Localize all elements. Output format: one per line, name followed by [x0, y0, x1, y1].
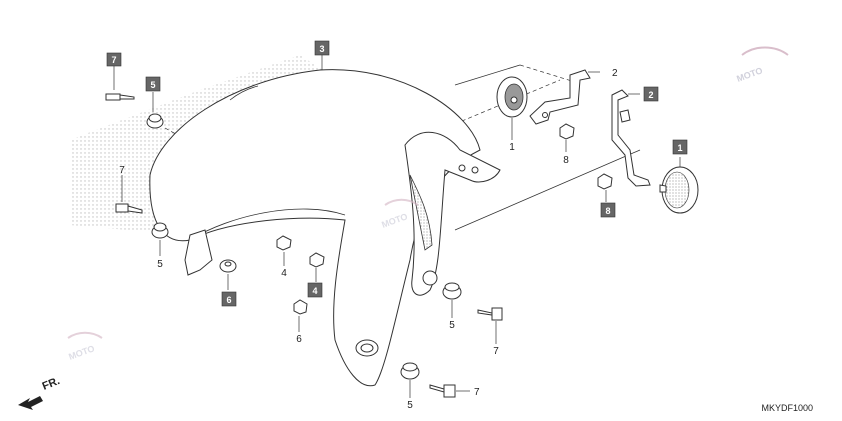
- callout-text: 7: [111, 55, 116, 65]
- stay-hole: [471, 166, 479, 174]
- reflector-bracket-part-2: [611, 89, 651, 187]
- fender-mount-hole-inner: [360, 343, 374, 353]
- watermark-logo: MOTO: [67, 331, 103, 362]
- reflector-grommet-part-1: [496, 76, 528, 118]
- grommet-part-5: [151, 222, 169, 239]
- bolt-part-7: [105, 93, 135, 101]
- front-direction-arrow: FR.: [18, 375, 62, 410]
- callout-text: 2: [648, 90, 653, 100]
- callout-text: 4: [312, 286, 317, 296]
- callout-text: 8: [605, 206, 610, 216]
- callout-label: 4: [281, 268, 287, 279]
- boxed-callout-4: 4: [307, 282, 323, 298]
- fender-top-ridge: [229, 85, 259, 101]
- bracket-tab: [619, 109, 631, 123]
- boxed-callout-6: 6: [221, 291, 237, 307]
- direction-label: FR.: [41, 375, 62, 393]
- bracket-part-2: [529, 69, 591, 125]
- reference-dashed-line: [519, 64, 576, 83]
- callout-text: 1: [677, 143, 682, 153]
- stay-hole: [458, 164, 466, 172]
- grommet-part-5: [442, 282, 462, 300]
- leader-lines: [113, 55, 681, 398]
- callout-text: 5: [150, 80, 155, 90]
- callout-label: 5: [407, 400, 413, 411]
- callout-label: 8: [563, 155, 569, 166]
- nut-part-8: [559, 123, 575, 140]
- left-fender-flap: [184, 229, 213, 276]
- watermark-logo: MOTO: [735, 46, 789, 84]
- watermark-text: MOTO: [67, 343, 96, 362]
- callout-text: 3: [319, 44, 324, 54]
- diagram-code: MKYDF1000: [761, 403, 813, 413]
- callout-label: 5: [157, 259, 163, 270]
- grommet-part-5: [400, 362, 420, 380]
- grommet-part-5: [146, 113, 164, 129]
- front-fender: [149, 69, 481, 387]
- bolt-part-7: [115, 203, 143, 214]
- boxed-callout-8: 8: [600, 202, 616, 218]
- boxed-callout-1: 1: [672, 139, 688, 155]
- collar-part-6: [293, 299, 308, 315]
- callout-label: 2: [612, 68, 618, 79]
- boxed-callout-3: 3: [314, 40, 330, 56]
- fender-inner-stay: [409, 174, 433, 251]
- collar-part-4: [309, 252, 325, 268]
- stay-mount-hole: [422, 270, 438, 286]
- callout-label: 1: [509, 142, 515, 153]
- callout-text: 6: [226, 295, 231, 305]
- boxed-callout-2: 2: [643, 86, 659, 102]
- reflector-part-1: [659, 166, 699, 214]
- watermark-text: MOTO: [735, 65, 764, 84]
- callout-label: 7: [493, 346, 499, 357]
- boxed-callout-7: 7: [106, 52, 122, 67]
- callout-label: 5: [449, 320, 455, 331]
- boxed-callout-5: 5: [145, 76, 161, 92]
- collar-part-4: [276, 235, 292, 251]
- collar-part-6: [219, 259, 237, 273]
- nut-part-8: [597, 173, 613, 190]
- bolt-part-7: [477, 307, 503, 321]
- callout-label: 7: [119, 165, 125, 176]
- bolt-part-7: [429, 384, 456, 398]
- assembly-outline: [454, 64, 641, 231]
- callout-label: 7: [474, 387, 480, 398]
- bracket-hole: [542, 112, 548, 118]
- callout-label: 6: [296, 334, 302, 345]
